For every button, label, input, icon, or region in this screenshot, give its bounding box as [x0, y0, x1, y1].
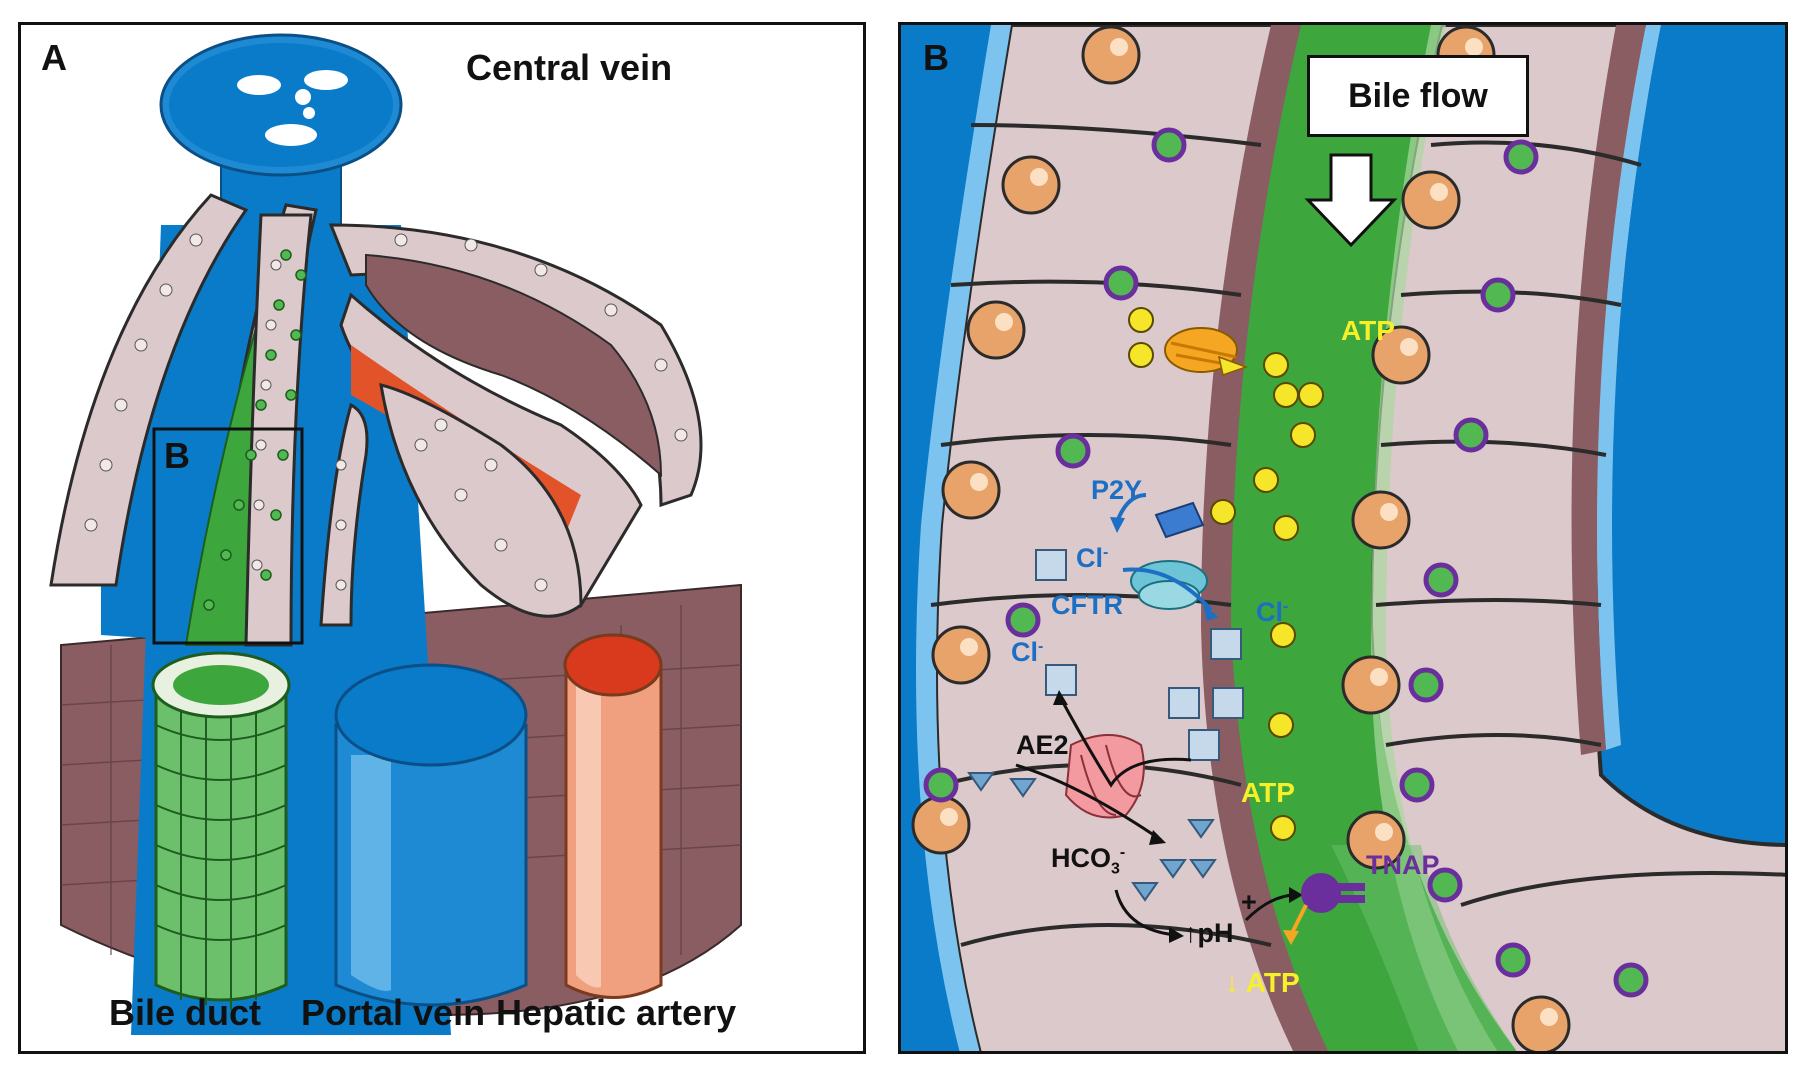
- cl-label-1: Cl-: [1076, 543, 1109, 573]
- panel-b-letter: B: [923, 37, 949, 78]
- hepatocyte-nuclei: [911, 25, 1571, 1051]
- ae2-exchanger: [1015, 690, 1192, 845]
- atp-label-mid: ATP: [1241, 777, 1295, 808]
- plus-sign: +: [1241, 887, 1257, 917]
- tnap-rings: [923, 127, 1649, 998]
- atp-molecules: [1128, 307, 1324, 841]
- hepatic-artery-label: Hepatic artery: [496, 992, 737, 1033]
- tnap-enzyme: [1283, 873, 1365, 945]
- inset-letter: B: [164, 435, 190, 476]
- bile-duct: [154, 683, 288, 1002]
- cftr-label: CFTR: [1051, 590, 1123, 620]
- cl-label-2: Cl-: [1256, 597, 1289, 627]
- portal-vein-label: Portal vein: [301, 992, 486, 1033]
- p2y-receptor: [1154, 501, 1205, 539]
- central-vein-label: Central vein: [466, 47, 673, 88]
- bicarbonate-ions: [967, 772, 1217, 902]
- ae2-label: AE2: [1016, 730, 1069, 760]
- hco3-label: HCO3-: [1051, 843, 1126, 878]
- atp-transporter: [1164, 327, 1249, 376]
- inset-box-b: [152, 427, 304, 645]
- p2y-label: P2Y: [1091, 475, 1143, 505]
- liver-lobule-illustration: [49, 33, 742, 1035]
- panel-a-liver-lobule: A B Central vein Bile duct Portal vein H…: [18, 22, 866, 1054]
- ph-label: ↑pH: [1184, 918, 1234, 948]
- bile-flow-label: Bile flow: [1307, 55, 1529, 137]
- cftr-channel: [1122, 560, 1219, 621]
- bile-duct-label: Bile duct: [109, 992, 262, 1033]
- tnap-label: TNAP: [1366, 850, 1440, 880]
- atp-label-top: ATP: [1341, 315, 1395, 346]
- chloride-ions: [1035, 549, 1244, 761]
- bile-flow-arrow: [1304, 153, 1398, 248]
- canaliculus-illustration: [901, 25, 1785, 1051]
- cl-label-3: Cl-: [1011, 637, 1044, 667]
- panel-b-canaliculus-detail: B Bile flow ATP P2Y Cl- CFTR Cl- Cl- AE2…: [898, 22, 1788, 1054]
- atp-label-bottom: ↓ ATP: [1225, 967, 1300, 998]
- panel-a-letter: A: [41, 37, 67, 78]
